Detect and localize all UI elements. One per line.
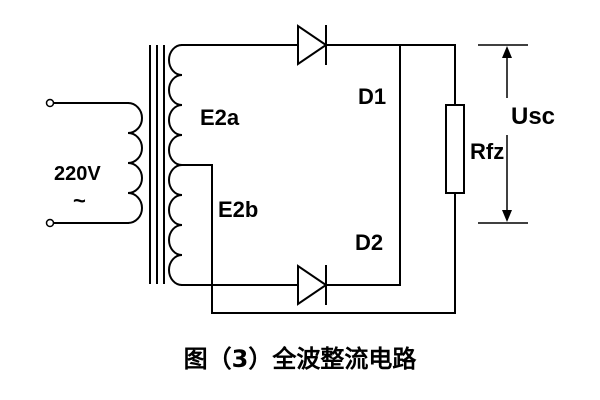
winding-e2a-label: E2a [200,105,240,130]
load-resistor-label: Rfz [470,139,504,164]
output-voltage-label: Usc [511,103,555,130]
secondary-winding-e2b-coil [168,163,184,287]
figure-caption: 图（3）全波整流电路 [184,345,418,373]
diode-d1-symbol [297,24,328,66]
arrow-up-icon [502,46,512,58]
diode-d1-label: D1 [358,84,386,109]
secondary-winding-e2a-coil [168,43,184,167]
input-voltage-label: 220V [54,163,101,185]
primary-winding-coil [126,101,143,225]
load-resistor-symbol [445,104,465,194]
output-voltage-arrows [478,44,528,224]
diode-d2-label: D2 [355,230,383,255]
input-terminals [45,98,129,228]
input-terminal-bottom [45,218,55,228]
arrow-down-icon [502,210,512,222]
winding-e2b-label: E2b [218,197,258,222]
transformer-core [149,45,165,284]
input-terminal-top [45,98,55,108]
circuit-wires [181,44,456,314]
ac-symbol-label: ~ [73,188,86,213]
diode-d2-symbol [297,264,328,306]
